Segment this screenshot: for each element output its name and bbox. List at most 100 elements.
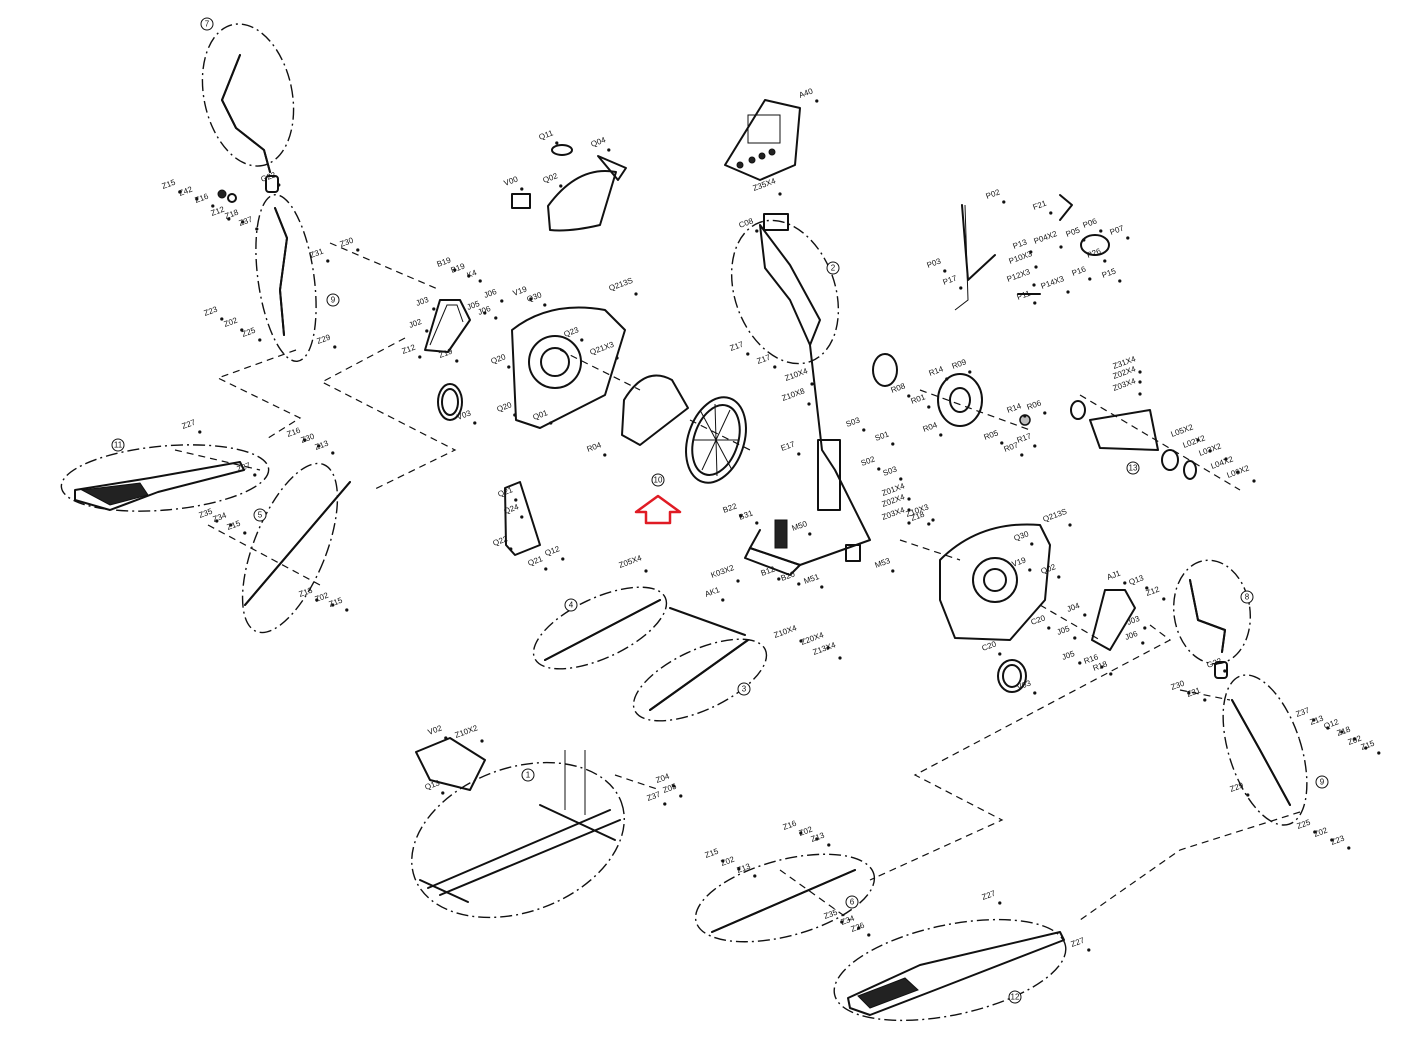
- part-label-cover-left: V00: [503, 174, 520, 188]
- fastener-dot: [797, 452, 801, 456]
- fastener-dot: [1049, 211, 1053, 215]
- part-label-frame: E17: [780, 439, 797, 453]
- fastener-dot: [326, 259, 330, 263]
- fastener-dot: [255, 227, 259, 231]
- part-label-frame: B31: [738, 508, 755, 522]
- part-label-pedal-arm-right: Z15: [704, 847, 721, 860]
- part-label-pedal-arm-left: Z13: [314, 439, 331, 452]
- fastener-dot: [739, 514, 743, 518]
- fastener-dot: [1145, 586, 1149, 590]
- highlight-arrow-icon: [634, 494, 682, 525]
- fastener-dot: [1099, 229, 1103, 233]
- fastener-dot: [513, 413, 517, 417]
- part-label-axle-right: L06X2: [1226, 463, 1251, 480]
- fastener-dot: [317, 444, 321, 448]
- callout-3: 3: [742, 685, 747, 694]
- fastener-dot: [1029, 250, 1033, 254]
- fastener-dot: [303, 438, 307, 442]
- part-label-cover-left: Q30: [526, 290, 544, 304]
- fastener-dot: [1187, 691, 1191, 695]
- part-label-handlebar-left: Z23: [203, 305, 220, 318]
- part-label-cover-left: Q02: [542, 171, 560, 185]
- assembly-leader-lines: [174, 242, 1301, 921]
- left-cover-assembly: [504, 144, 627, 556]
- part-label-cover-left: Q23: [563, 325, 581, 339]
- fastener-dot: [907, 508, 911, 512]
- part-label-wire-kit: P11: [1016, 289, 1032, 302]
- part-label-handlebar-left: Z31: [309, 247, 326, 260]
- fastener-dot: [634, 292, 638, 296]
- part-label-axle-right: L05X2: [1170, 422, 1195, 439]
- fastener-dot: [1141, 641, 1145, 645]
- fastener-dot: [315, 598, 319, 602]
- fastener-dot: [1143, 626, 1147, 630]
- fastener-dot: [561, 557, 565, 561]
- part-label-cover-left: Q213S: [608, 276, 634, 293]
- fastener-dot: [277, 183, 281, 187]
- fastener-dot: [1196, 438, 1200, 442]
- part-label-crank-left: Z19: [438, 347, 455, 360]
- wire-kit: [954, 194, 1110, 311]
- fastener-dot: [178, 190, 182, 194]
- part-label-pedal-left: Z27: [181, 418, 198, 431]
- fastener-dot: [1032, 283, 1036, 287]
- fastener-dot: [1203, 698, 1207, 702]
- fastener-dot: [737, 867, 741, 871]
- part-label-base: Z37: [646, 790, 663, 803]
- fastener-dot: [509, 547, 513, 551]
- fastener-dot: [1252, 479, 1256, 483]
- part-label-crank-left: J03: [415, 295, 431, 308]
- fastener-dot: [1082, 238, 1086, 242]
- part-label-handlebar-right: Z30: [1170, 679, 1187, 692]
- fastener-dot: [1023, 414, 1027, 418]
- part-label-handlebar-right: Z37: [1295, 706, 1312, 719]
- part-label-crank-right: J06: [1124, 629, 1140, 642]
- part-label-wire-kit: P03: [926, 256, 943, 270]
- fastener-dot: [644, 569, 648, 573]
- part-label-cover-left: Q21X3: [589, 340, 616, 357]
- fastener-dot: [549, 421, 553, 425]
- callout-5: 5: [258, 511, 263, 520]
- part-label-link-arms: Z10X4: [773, 623, 799, 640]
- part-label-flywheel: R01: [910, 392, 927, 406]
- callout-13: 13: [1129, 464, 1138, 473]
- part-label-cover-left: Q01: [532, 408, 550, 422]
- fastener-dot: [1043, 411, 1047, 415]
- fastener-dot: [1073, 636, 1077, 640]
- part-label-handlebar-right: Z18: [1336, 725, 1353, 738]
- fastener-dot: [331, 451, 335, 455]
- fastener-dot: [815, 99, 819, 103]
- fastener-dot: [899, 477, 903, 481]
- part-label-crank-right: J05: [1061, 649, 1077, 662]
- part-label-crank-left: B19: [450, 261, 467, 275]
- part-label-frame: Z10X4: [784, 366, 810, 383]
- fastener-dot: [827, 843, 831, 847]
- part-label-base: Z05: [662, 782, 679, 795]
- part-label-pedal-arm-right: Z16: [782, 819, 799, 832]
- fastener-dot: [1126, 236, 1130, 240]
- fastener-dot: [483, 311, 487, 315]
- fastener-dot: [559, 184, 563, 188]
- console-assembly: [724, 99, 801, 181]
- fastener-dot: [1083, 613, 1087, 617]
- part-label-base: Q13: [424, 778, 442, 792]
- part-label-base: Z10X2: [454, 723, 480, 740]
- fastener-dot: [425, 329, 429, 333]
- left-crank-assembly: [424, 299, 471, 421]
- part-label-link-arms: K03X2: [710, 563, 736, 580]
- part-label-crank-right: AJ1: [1106, 569, 1123, 582]
- fastener-dot: [1313, 830, 1317, 834]
- part-label-handlebar-left: Z30: [339, 236, 356, 249]
- part-label-handlebar-left: Z25: [241, 326, 258, 339]
- group-callouts: 7 9 11 5 2 10 4 3 13 8 9 1 6 12: [111, 17, 1329, 1004]
- part-label-cover-left: V03: [456, 408, 473, 422]
- part-label-wire-kit: P04X2: [1033, 229, 1059, 246]
- fastener-dot: [258, 338, 262, 342]
- part-label-pedal-right: Z27: [981, 889, 998, 902]
- fastener-dot: [580, 338, 584, 342]
- fastener-dot: [1034, 265, 1038, 269]
- fastener-dot: [998, 901, 1002, 905]
- part-label-wire-kit: P14X3: [1040, 274, 1066, 291]
- fastener-dot: [826, 646, 830, 650]
- part-label-flywheel: R14: [1006, 401, 1023, 415]
